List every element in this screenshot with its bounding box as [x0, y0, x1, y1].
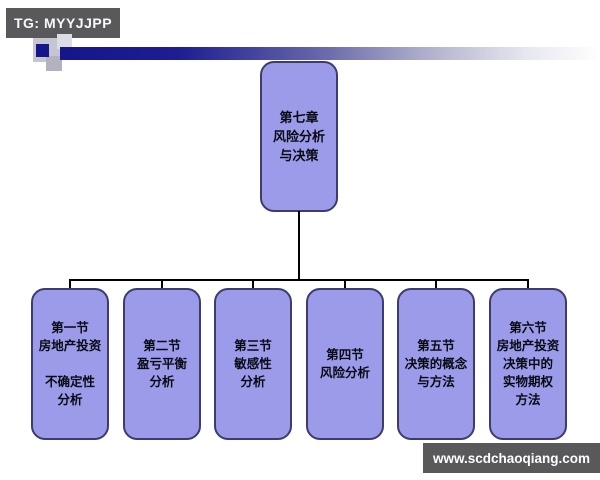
section-node-1: 第一节 房地产投资 不确定性 分析 [31, 288, 109, 440]
root-node-chapter7: 第七章 风险分析 与决策 [260, 61, 338, 212]
connector-main-vertical [298, 211, 300, 281]
connector-stub-6 [527, 279, 529, 290]
connector-horizontal [69, 279, 529, 281]
section-node-2: 第二节 盈亏平衡 分析 [123, 288, 201, 440]
connector-stub-3 [252, 279, 254, 290]
connector-stub-4 [344, 279, 346, 290]
connector-stub-2 [161, 279, 163, 290]
section-node-3: 第三节 敏感性 分析 [214, 288, 292, 440]
section-node-6: 第六节 房地产投资 决策中的 实物期权 方法 [489, 288, 567, 440]
connector-stub-5 [435, 279, 437, 290]
deco-square-navy [36, 44, 49, 57]
footer-watermark-label: www.scdchaoqiang.com [432, 450, 591, 466]
section-node-5: 第五节 决策的概念 与方法 [397, 288, 475, 440]
deco-square-light [57, 34, 72, 49]
divider-gradient-bar [60, 47, 600, 60]
section-node-4: 第四节 风险分析 [306, 288, 384, 440]
footer-watermark: www.scdchaoqiang.com [423, 443, 600, 473]
watermark-badge-label: TG: MYYJJPP [13, 15, 113, 31]
connector-stub-1 [69, 279, 71, 290]
deco-square-mid [46, 56, 62, 71]
watermark-badge: TG: MYYJJPP [6, 8, 120, 38]
